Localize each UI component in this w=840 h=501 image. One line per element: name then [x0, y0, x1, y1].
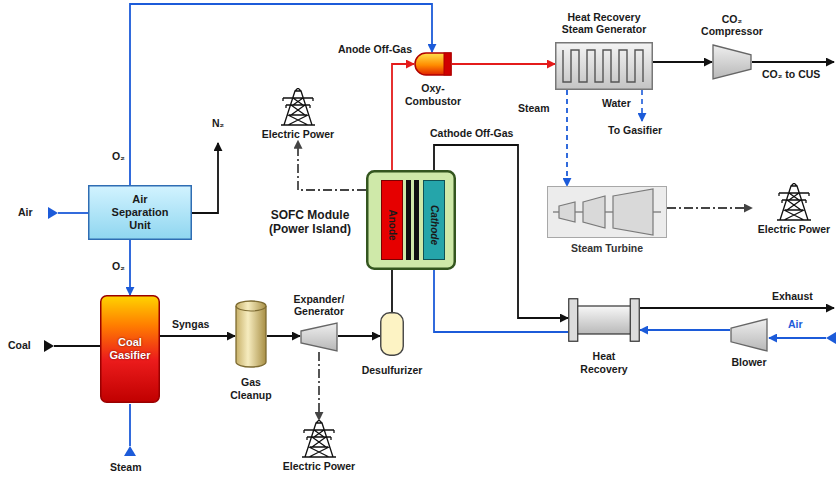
stream-label: Air	[18, 206, 33, 219]
flow-connector	[653, 61, 712, 63]
node-label: Expander/ Generator	[281, 293, 357, 318]
flow-connector	[434, 260, 568, 332]
cathode-layer: Cathode	[423, 180, 445, 260]
exp-shape	[300, 322, 338, 352]
blow-shape	[730, 318, 768, 352]
stream-label: Coal	[8, 339, 31, 352]
node-label: Steam Turbine	[547, 242, 667, 255]
anode-layer: Anode	[381, 180, 403, 260]
node-label: Anode	[386, 209, 398, 240]
flow-connector	[267, 335, 300, 337]
electrolyte-bar	[406, 180, 411, 260]
power-tower: Electric Power	[256, 88, 340, 141]
flow-connector	[640, 329, 730, 331]
flow-connector	[318, 352, 320, 420]
gasifier-vessel: Coal Gasifier	[100, 295, 160, 403]
oxy-combustor: Oxy-Combustor	[414, 52, 452, 76]
node-label: Blower	[719, 356, 779, 369]
stream-label: Water	[602, 97, 631, 110]
electrolyte-bar	[414, 180, 419, 260]
node-label: Electric Power	[262, 128, 334, 141]
node-label: Desulfurizer	[352, 364, 432, 377]
stream-label: Anode Off-Gas	[322, 43, 412, 56]
edge-label: Syngas	[172, 318, 209, 331]
node-label: Gas Cleanup	[225, 376, 277, 401]
stream-label: Exhaust	[772, 290, 813, 303]
flow-connector	[298, 141, 366, 190]
flow-connector	[130, 4, 432, 185]
flow-connector	[338, 335, 380, 337]
process-box: Air Separation Unit	[88, 185, 192, 240]
blower-symbol: Blower	[730, 318, 768, 352]
stream-label: Cathode Off-Gas	[430, 127, 513, 140]
node-label: Heat Recovery	[569, 350, 639, 375]
gas-cleanup-vessel: Gas Cleanup	[235, 300, 267, 368]
comb-shape	[414, 52, 452, 76]
nitrogen-outlet-line	[192, 143, 218, 213]
coal-feed-line	[54, 345, 100, 347]
tower-icon	[278, 88, 318, 126]
flow-connector	[452, 63, 555, 65]
steam-turbine: Steam Turbine	[547, 186, 667, 238]
air-inlet-line	[769, 337, 826, 339]
flow-connector	[566, 90, 568, 186]
stream-label: CO₂ to CUS	[762, 68, 820, 81]
co2-outlet-line	[752, 61, 834, 63]
tank-shape	[380, 312, 404, 356]
tower-icon	[774, 183, 814, 221]
water-outlet-line	[641, 90, 643, 121]
flow-connector	[667, 207, 752, 209]
air-inlet-line	[58, 212, 88, 214]
node-label: Electric Power	[758, 223, 830, 236]
stream-label: N₂	[212, 117, 224, 130]
comp-shape	[712, 44, 752, 80]
inlet-marker	[826, 332, 836, 344]
cyl-shape	[235, 300, 267, 368]
node-label: SOFC Module (Power Island)	[260, 208, 360, 237]
inlet-marker	[44, 340, 54, 352]
inlet-marker	[124, 446, 136, 456]
inlet-marker	[48, 207, 58, 219]
power-tower: Electric Power	[752, 183, 836, 236]
power-tower: Electric Power	[277, 420, 361, 473]
node-label: Electric Power	[283, 460, 355, 473]
compressor-symbol: CO₂ Compressor	[712, 44, 752, 80]
steam-feed-line	[129, 404, 131, 446]
stream-label: To Gasifier	[608, 124, 662, 137]
edge-label: O₂	[112, 150, 125, 163]
flow-connector	[129, 240, 131, 295]
hrsg-box: Heat Recovery Steam Generator	[555, 42, 653, 90]
node-label: Heat Recovery Steam Generator	[556, 11, 652, 36]
flow-connector	[392, 64, 414, 180]
tower-icon	[299, 420, 339, 458]
hrsg-shape	[555, 42, 653, 90]
flow-connector	[160, 335, 235, 337]
hx-shape	[568, 298, 640, 342]
sofc-module: SOFC Module (Power Island)AnodeCathode	[366, 170, 456, 270]
heat-exchanger: Heat Recovery	[568, 298, 640, 342]
exhaust-line	[640, 307, 834, 309]
turb-shape	[547, 186, 667, 238]
stream-label: Steam	[518, 102, 550, 115]
node-label: CO₂ Compressor	[699, 13, 765, 38]
stream-label: Steam	[110, 461, 142, 474]
node-label: Coal Gasifier	[104, 336, 156, 362]
node-label: Cathode	[428, 205, 440, 245]
expander-symbol: Expander/ Generator	[300, 322, 338, 352]
stream-label: Air	[788, 318, 803, 331]
node-label: Oxy-Combustor	[402, 82, 464, 107]
edge-label: O₂	[112, 260, 125, 273]
desulfurizer-vessel: Desulfurizer	[380, 312, 404, 356]
node-label: Air Separation Unit	[104, 193, 176, 233]
